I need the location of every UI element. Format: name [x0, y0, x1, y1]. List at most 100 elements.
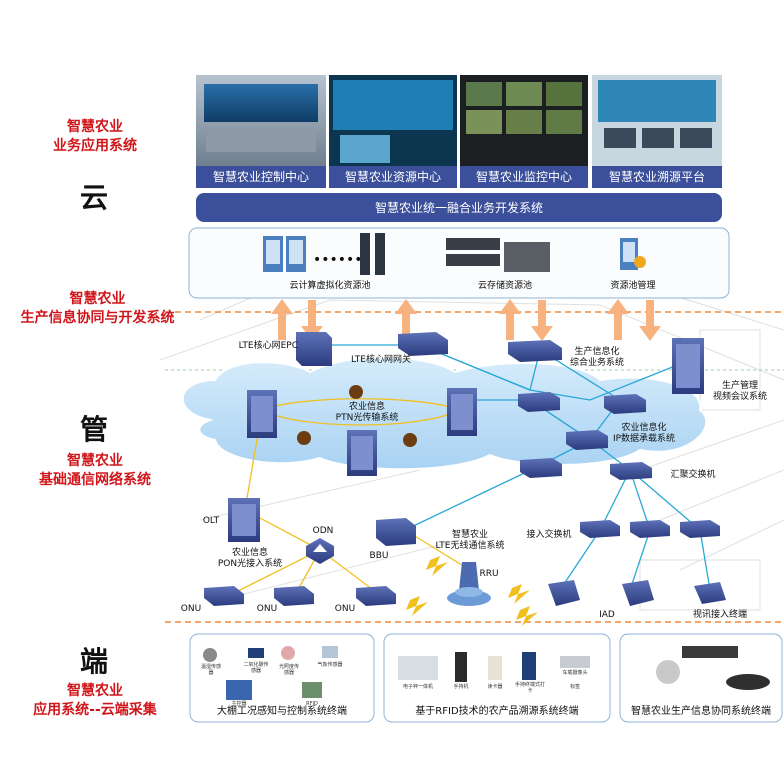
access-switch-label: 接入交换机 [526, 530, 572, 540]
terminal-box-3 [619, 633, 783, 723]
rfid-device-icons [398, 652, 590, 682]
aggregation-label: 汇聚交换机 [670, 470, 716, 480]
aggregation-switch-icon [610, 462, 652, 480]
terminal-caption-1: 大棚工况感知与控制系统终端 [217, 706, 347, 717]
section-app-line2: 业务应用系统 [53, 138, 137, 154]
video-access-label: 视讯接入终端 [692, 610, 747, 620]
terminal-caption-2: 基于RFID技术的农产品溯源系统终端 [415, 706, 579, 717]
center-caption-bg-2 [329, 166, 457, 188]
device-label-light: 光照度传感器 [278, 664, 299, 676]
section-terminal-line1: 智慧农业 [67, 683, 123, 699]
ip-net-line2: IP数据承载系统 [612, 434, 676, 444]
onu-2-icon [274, 586, 314, 606]
unified-bar-label: 智慧农业统一融合业务开发系统 [374, 201, 543, 215]
rru-tower-icon [447, 562, 491, 606]
bbu-device-icon [376, 518, 416, 546]
iad-1-icon [548, 580, 580, 606]
ptn-line1: 农业信息 [348, 402, 385, 412]
section-production-line2: 生产信息协同与开发系统 [20, 310, 175, 326]
center-caption-monitor: 智慧农业监控中心 [475, 170, 572, 184]
device-label-temp: 温湿传感器 [200, 664, 221, 676]
bbu-label: BBU [369, 551, 389, 561]
production-server-icon [508, 340, 562, 362]
center-photo-monitor [460, 75, 588, 167]
gateway-router-icon [398, 332, 448, 356]
onu-label-3: ONU [334, 604, 356, 614]
section-app-line1: 智慧农业 [67, 119, 123, 135]
pool-storage-label: 云存储资源池 [477, 281, 532, 291]
epc-label: LTE核心网EPC [238, 341, 298, 351]
production-sys-line1: 生产信息化 [574, 347, 620, 357]
iad-2-icon [622, 580, 654, 606]
center-caption-bg-1 [196, 166, 326, 188]
pon-line2: PON光接入系统 [217, 559, 283, 569]
blade-server-icon [360, 233, 385, 275]
device-label-rfid-1: RFID [306, 701, 318, 707]
layer-cloud-label: 云 [80, 181, 109, 214]
center-photo-control [196, 75, 326, 167]
terminal-caption-3: 智慧农业生产信息协同系统终端 [631, 706, 771, 717]
center-caption-bg-3 [460, 166, 588, 188]
production-sys-label: 生产信息化 综合业务系统 [552, 347, 642, 369]
iad-label: IAD [599, 610, 615, 620]
onu-label-1: ONU [180, 604, 202, 614]
wireless-bolts [406, 556, 538, 626]
center-caption-resource: 智慧农业资源中心 [344, 170, 441, 184]
rru-label: RRU [479, 569, 499, 579]
access-switch-1-icon [580, 520, 620, 538]
lte-wireless-line2: LTE无线通信系统 [435, 541, 505, 551]
ip-net-line1: 农业信息化 [621, 423, 667, 433]
pool-compute-label: 云计算虚拟化资源池 [289, 281, 371, 291]
conference-device-icons [656, 646, 770, 690]
ellipsis-dots: •••••• [313, 252, 363, 268]
center-caption-control: 智慧农业控制中心 [212, 170, 309, 184]
onu-1-icon [204, 586, 244, 606]
section-production-line1: 智慧农业 [69, 291, 126, 307]
device-label-terminal: 手持终端式打卡 [514, 682, 545, 694]
ptn-device-left-icon [247, 390, 277, 438]
storage-array-icon [446, 238, 550, 272]
access-switch-2-icon [630, 520, 670, 538]
ptn-node-icons [297, 385, 417, 447]
device-label-scale: 电子秤一体机 [402, 684, 433, 690]
center-caption-bg-4 [592, 166, 722, 188]
pon-line1: 农业信息 [231, 548, 268, 558]
olt-device-icon [228, 498, 260, 542]
odn-label: ODN [312, 526, 334, 536]
ip-switch-3-icon [566, 430, 608, 450]
section-app-title: 智慧农业 业务应用系统 [0, 118, 190, 156]
cyan-links [318, 344, 711, 591]
ip-switch-4-icon [520, 458, 562, 478]
pool-manage-label: 资源池管理 [610, 281, 656, 291]
video-conf-line2: 视频会议系统 [712, 392, 767, 402]
center-photo-resource [329, 75, 457, 167]
gateway-label: LTE核心网网关 [351, 355, 411, 365]
ip-net-label: 农业信息化 IP数据承载系统 [594, 423, 694, 445]
ptn-device-bottom-icon [347, 430, 377, 476]
device-label-handheld: 手持机 [453, 684, 469, 690]
epc-router-icon [296, 332, 332, 366]
onu-label-2: ONU [256, 604, 278, 614]
onu-3-icon [356, 586, 396, 606]
section-terminal-title: 智慧农业 应用系统--云端采集 [0, 682, 190, 720]
ptn-device-right-icon [447, 388, 477, 436]
odn-splitter-icon [306, 538, 334, 564]
resource-manager-icon [620, 238, 646, 270]
device-label-tag: 标签 [569, 684, 580, 690]
production-sys-line2: 综合业务系统 [569, 358, 624, 368]
device-label-camera: 车载摄像头 [562, 670, 588, 676]
lte-wireless-label: 智慧农业 LTE无线通信系统 [420, 530, 520, 552]
server-tower-icon [263, 236, 306, 272]
lte-wireless-line1: 智慧农业 [451, 530, 488, 540]
ip-switch-1-icon [518, 392, 560, 412]
section-network-line2: 基础通信网络系统 [39, 472, 151, 488]
section-network-line1: 智慧农业 [67, 453, 123, 469]
pon-label: 农业信息 PON光接入系统 [200, 548, 300, 570]
sensor-icons [203, 646, 338, 700]
section-production-title: 智慧农业 生产信息协同与开发系统 [0, 290, 195, 328]
device-label-reader: 读卡器 [487, 684, 503, 690]
center-caption-trace: 智慧农业溯源平台 [608, 170, 705, 184]
orange-arrows [271, 299, 661, 341]
device-label-weather: 气象传感器 [317, 662, 343, 668]
unified-bar [196, 193, 722, 222]
